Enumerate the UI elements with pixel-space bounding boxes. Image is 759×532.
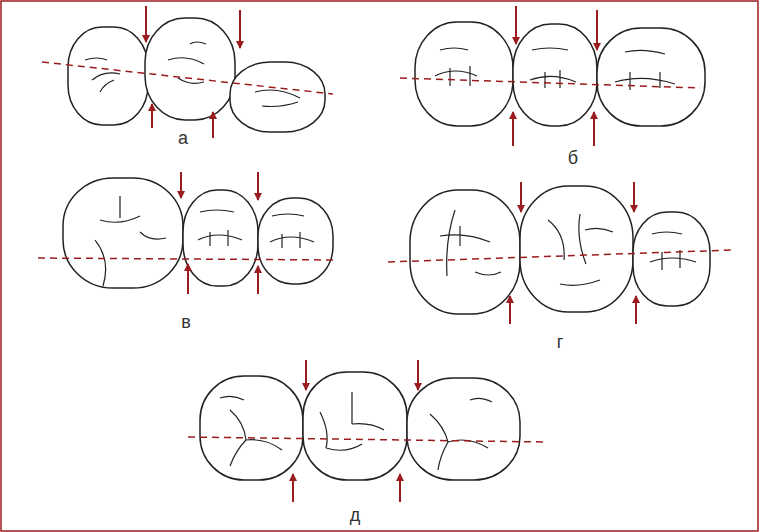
occlusal-line xyxy=(38,62,733,442)
tooth-outlines xyxy=(63,18,710,480)
panel-letter: д xyxy=(350,505,361,525)
contact-arrows xyxy=(146,6,636,502)
panel-letter: б xyxy=(568,148,578,168)
panel-letter: г xyxy=(557,332,564,352)
panel-letter: в xyxy=(181,312,191,332)
fissures xyxy=(85,42,696,470)
panel-letter: а xyxy=(178,128,188,148)
